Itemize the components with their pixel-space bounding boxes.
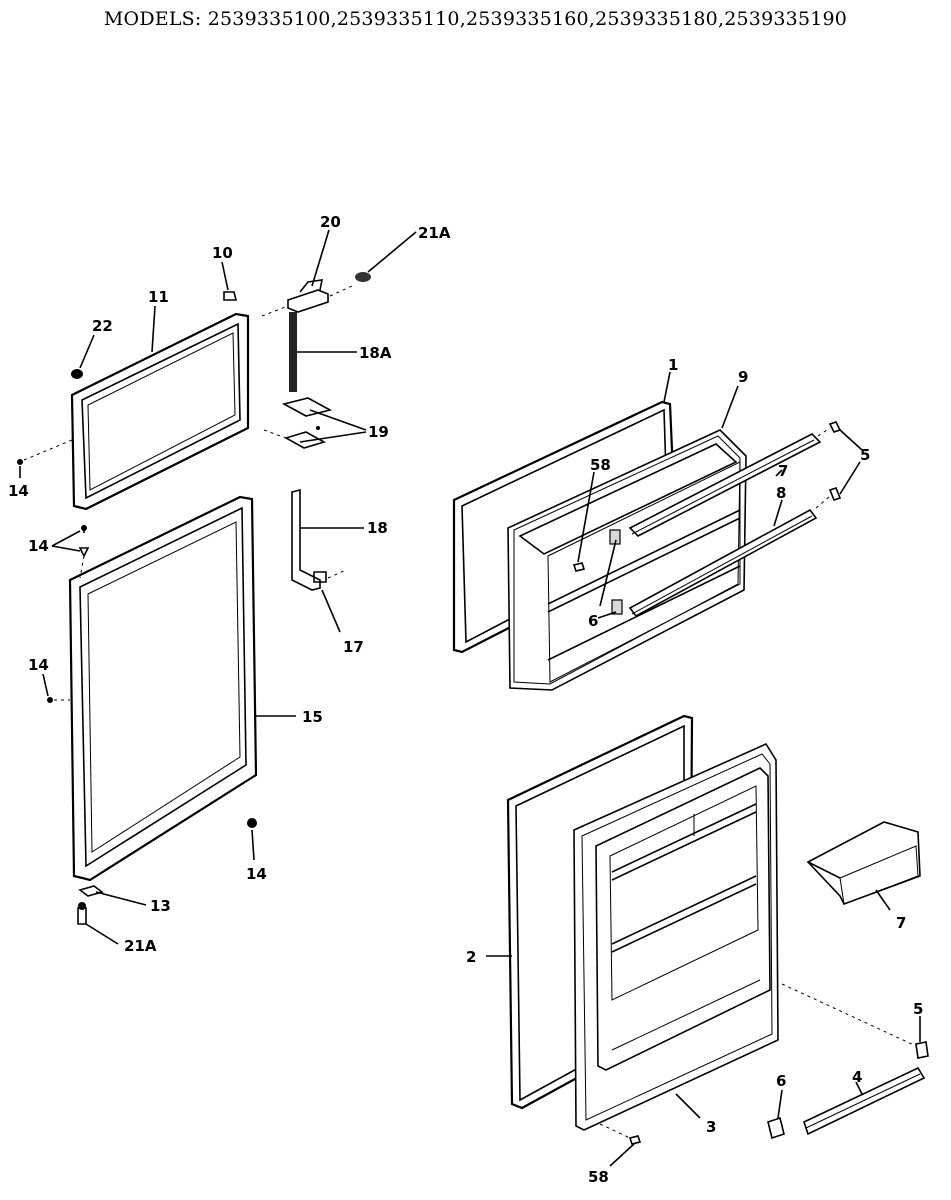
callout-8: 8 bbox=[776, 484, 786, 502]
callout-58-bot: 58 bbox=[588, 1168, 609, 1186]
callout-14-a: 14 bbox=[8, 482, 29, 500]
screw-part-14-upper bbox=[17, 439, 73, 465]
hinge-pin-part-17 bbox=[313, 569, 347, 583]
callout-9: 9 bbox=[738, 368, 748, 386]
callout-3: 3 bbox=[706, 1118, 716, 1136]
top-hinge-part-20 bbox=[261, 279, 353, 317]
callout-4: 4 bbox=[852, 1068, 862, 1086]
door-rail-part-8-upper bbox=[628, 433, 822, 537]
models-title: MODELS: 2539335100,2539335110,2539335160… bbox=[103, 8, 848, 30]
bottom-hinge-part-13 bbox=[78, 885, 104, 897]
door-rail-part-8-lower bbox=[628, 508, 818, 618]
callout-18: 18 bbox=[367, 519, 388, 537]
door-rail-part-4 bbox=[803, 1066, 926, 1136]
hinge-spring-part-18a bbox=[289, 312, 297, 392]
callout-14-c: 14 bbox=[28, 656, 49, 674]
end-cap-part-5-upper bbox=[817, 421, 842, 437]
callout-14-d: 14 bbox=[246, 865, 267, 883]
hinge-screw-part-21a-bottom bbox=[77, 902, 87, 925]
callout-7-top: 7 bbox=[778, 462, 788, 480]
screw-part-14-side bbox=[47, 697, 70, 703]
end-cap-part-5-door bbox=[781, 983, 929, 1059]
shelf-support-part-6-door bbox=[767, 1116, 785, 1140]
callout-58-top: 58 bbox=[590, 456, 611, 474]
shelf-support-part-6-lower bbox=[611, 599, 623, 615]
freezer-door-liner-part-9 bbox=[507, 429, 747, 691]
leader-lines bbox=[19, 229, 921, 1167]
hinge-screw-part-21a-top bbox=[355, 272, 371, 282]
callout-17: 17 bbox=[343, 638, 364, 656]
center-hinge-part-18 bbox=[291, 488, 321, 591]
screw-part-14-bottom bbox=[247, 818, 257, 828]
callout-22: 22 bbox=[92, 317, 113, 335]
callout-21a-top: 21A bbox=[418, 224, 451, 242]
callout-21a-bot: 21A bbox=[124, 937, 157, 955]
callout-19: 19 bbox=[368, 423, 389, 441]
callout-5-bot: 5 bbox=[913, 1000, 923, 1018]
callout-10: 10 bbox=[212, 244, 233, 262]
plug-part-22 bbox=[71, 369, 83, 379]
callout-15: 15 bbox=[302, 708, 323, 726]
callout-2: 2 bbox=[466, 948, 476, 966]
dairy-door-part-7 bbox=[806, 821, 921, 905]
callout-6-top: 6 bbox=[588, 612, 598, 630]
fresh-food-door-gasket-part-15 bbox=[68, 495, 258, 882]
freezer-door-gasket-part-11 bbox=[70, 312, 250, 511]
callout-18a: 18A bbox=[359, 344, 392, 362]
callout-6-bot: 6 bbox=[776, 1072, 786, 1090]
callout-14-b: 14 bbox=[28, 537, 49, 555]
hinge-pin-part-10 bbox=[223, 291, 238, 301]
callout-7-bot: 7 bbox=[896, 914, 906, 932]
screw-part-58-bottom bbox=[599, 1123, 642, 1145]
callout-20: 20 bbox=[320, 213, 341, 231]
callout-13: 13 bbox=[150, 897, 171, 915]
screws-part-14-pair bbox=[78, 525, 90, 579]
callout-1: 1 bbox=[668, 356, 678, 374]
callout-11: 11 bbox=[148, 288, 169, 306]
callout-5-top: 5 bbox=[860, 446, 870, 464]
fresh-food-door-liner-part-3 bbox=[573, 742, 779, 1131]
end-cap-part-5-lower bbox=[815, 487, 842, 509]
hinge-bracket-part-19 bbox=[263, 397, 333, 449]
screw-part-58-top bbox=[572, 562, 586, 572]
